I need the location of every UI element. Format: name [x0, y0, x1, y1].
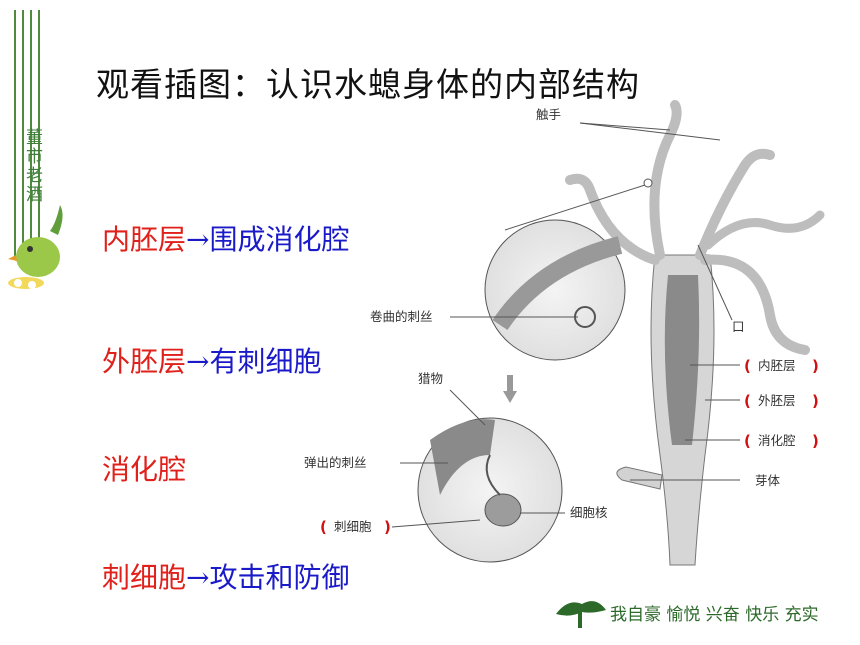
bracket-close: ): [812, 432, 819, 450]
digestive-cavity-shape: [664, 275, 700, 445]
tree-logo-icon: [556, 601, 606, 628]
bracket-close: ): [812, 392, 819, 410]
point-desc: 攻击和防御: [209, 561, 350, 594]
point-desc: 有刺细胞: [209, 345, 322, 378]
point-endoderm: 内胚层→围成消化腔: [102, 218, 350, 258]
point-arrow: →: [186, 345, 210, 378]
label-endoderm: 内胚层: [758, 358, 796, 373]
bracket-close: ): [384, 518, 391, 536]
point-term: 内胚层: [102, 223, 187, 256]
bracket-open: (: [320, 518, 327, 536]
label-ejected-thread: 弹出的刺丝: [304, 455, 367, 470]
point-cnidocyte: 刺细胞→攻击和防御: [102, 556, 350, 596]
point-ectoderm: 外胚层→有刺细胞: [102, 340, 322, 380]
point-cavity: 消化腔: [102, 448, 186, 488]
label-mouth: 口: [732, 319, 745, 334]
bracket-open: (: [744, 357, 751, 375]
slide-title: 观看插图：认识水螅身体的内部结构: [96, 65, 640, 104]
point-term: 消化腔: [102, 453, 187, 486]
point-desc: 围成消化腔: [209, 223, 350, 256]
label-bud: 芽体: [755, 473, 781, 488]
label-ectoderm: 外胚层: [758, 393, 796, 408]
point-term: 外胚层: [102, 345, 187, 378]
bud-shape: [616, 466, 663, 490]
bracket-open: (: [744, 432, 751, 450]
point-term: 刺细胞: [102, 561, 187, 594]
point-arrow: →: [186, 561, 210, 594]
footer-slogan: 我自豪 愉悦 兴奋 快乐 充实: [610, 605, 819, 625]
hydra-diagram: 触手 口 内胚层 外胚层 消化腔 芽体 卷曲的刺丝 猎物 弹出的刺丝 细胞核 刺…: [304, 100, 825, 566]
label-nucleus: 细胞核: [570, 505, 608, 520]
label-prey: 猎物: [418, 371, 443, 386]
bracket-close: ): [812, 357, 819, 375]
label-tentacle: 触手: [536, 107, 561, 122]
bracket-open: (: [744, 392, 751, 410]
point-arrow: →: [186, 223, 210, 256]
label-cavity: 消化腔: [758, 433, 796, 448]
label-cnidocyte: 刺细胞: [334, 519, 372, 534]
bird-mascot-icon: [8, 205, 63, 289]
side-title: 董市老酒: [22, 128, 42, 204]
label-coiled-thread: 卷曲的刺丝: [370, 309, 433, 324]
decorative-lines: [14, 10, 48, 260]
